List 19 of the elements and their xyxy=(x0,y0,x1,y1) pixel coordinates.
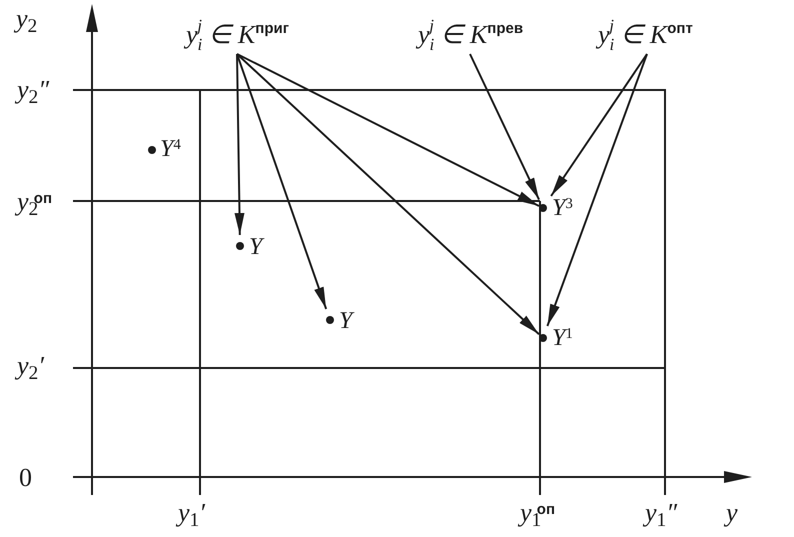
arrow xyxy=(236,53,540,207)
point-label: Y$^{4}$ xyxy=(160,137,181,161)
axis-label: y$_{1}$′ xyxy=(178,500,205,526)
arrow xyxy=(236,54,328,310)
point-label: Y xyxy=(339,309,352,333)
point-label: Y$^{1}$ xyxy=(552,326,573,350)
arrow xyxy=(546,54,648,326)
point-label: Y xyxy=(249,235,262,259)
axis-label: y xyxy=(726,500,738,526)
arrow xyxy=(469,54,540,200)
axis-label: y$_{2}$″ xyxy=(17,77,50,103)
arrow xyxy=(234,54,244,236)
origin-label: 0 xyxy=(19,465,32,491)
axis-label: y$_{2}$ xyxy=(16,6,38,32)
axis-label: y$_{1}$″ xyxy=(645,500,678,526)
point-label: Y$^{3}$ xyxy=(552,196,573,220)
axis-label: y$_{2}$′ xyxy=(17,353,44,379)
arrow xyxy=(236,53,540,336)
arrow xyxy=(550,53,648,197)
